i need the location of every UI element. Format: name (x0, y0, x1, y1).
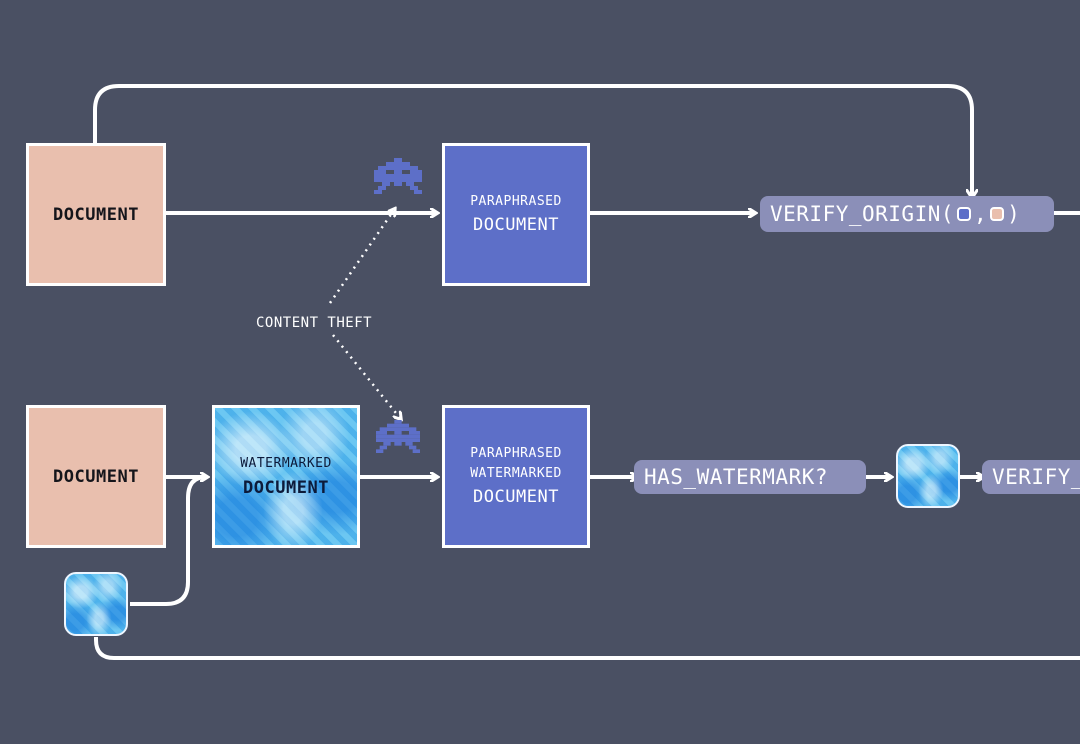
top-document-box: DOCUMENT (26, 143, 166, 286)
paraphrased-watermarked-box: PARAPHRASED WATERMARKED DOCUMENT (442, 405, 590, 548)
document-swatch-icon (990, 207, 1005, 221)
tile-to-wm-wire (130, 475, 207, 606)
verify-origin-suffix: ) (1007, 202, 1021, 226)
verify-origin-prefix: VERIFY_ORIGIN( (770, 202, 955, 226)
watermarked-document-box: WATERMARKED DOCUMENT (212, 405, 360, 548)
paraphrased-swatch-icon (957, 207, 972, 221)
paraphrased-watermarked-line1: PARAPHRASED (470, 445, 562, 461)
paraphrased-watermarked-line2: WATERMARKED (470, 465, 562, 481)
content-theft-label: CONTENT THEFT (252, 313, 377, 333)
bottom-document-label: DOCUMENT (53, 466, 139, 487)
verify-label: VERIFY_ (992, 465, 1080, 489)
watermarked-line1: WATERMARKED (240, 455, 332, 471)
verify-origin-pill: VERIFY_ORIGIN( , ) (760, 196, 1054, 232)
has-watermark-label: HAS_WATERMARK? (644, 465, 829, 489)
space-invader-icon (376, 420, 420, 453)
top-paraphrased-line1: PARAPHRASED (470, 193, 562, 209)
bottom-document-box: DOCUMENT (26, 405, 166, 548)
paraphrased-watermarked-line3: DOCUMENT (473, 486, 559, 507)
top-document-label: DOCUMENT (53, 204, 139, 225)
watermarked-line2: DOCUMENT (243, 477, 329, 498)
top-loop-wire (93, 84, 972, 196)
watermark-tile-icon (64, 572, 128, 636)
verify-origin-sep: , (974, 202, 988, 226)
verify-pill: VERIFY_ (982, 460, 1080, 494)
theft-dotted-line-up (328, 210, 394, 304)
bottom-loop-wire (94, 637, 1080, 660)
top-paraphrased-line2: DOCUMENT (473, 214, 559, 235)
top-paraphrased-box: PARAPHRASED DOCUMENT (442, 143, 590, 286)
watermark-tile-icon (896, 444, 960, 508)
has-watermark-pill: HAS_WATERMARK? (634, 460, 866, 494)
space-invader-icon (374, 158, 422, 194)
